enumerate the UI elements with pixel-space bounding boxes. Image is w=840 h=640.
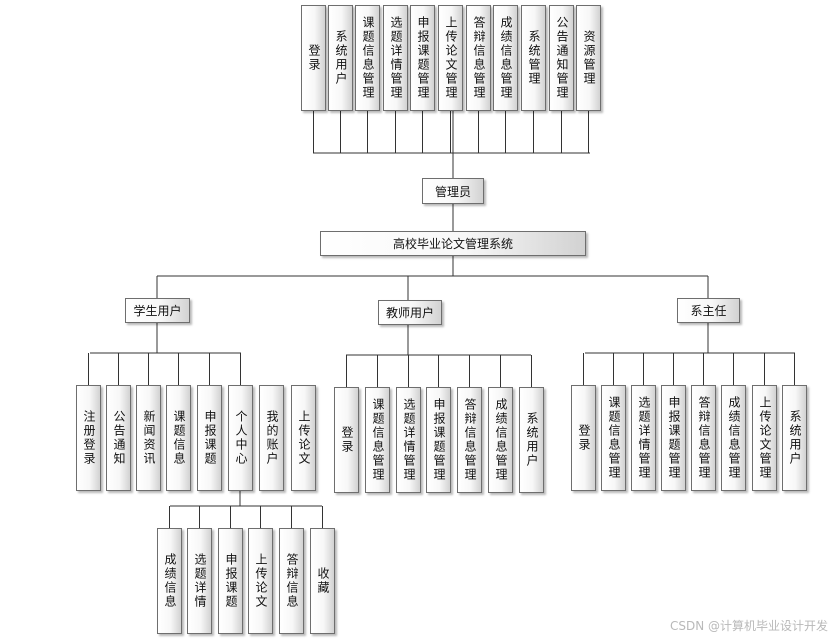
student-child-node: 申报课题	[197, 385, 222, 491]
admin-child-node: 系统管理	[521, 5, 546, 111]
node-teacher: 教师用户	[378, 300, 442, 325]
node-dean: 系主任	[677, 298, 740, 323]
personal-child-node: 选题详情	[187, 528, 212, 634]
student-child-node: 注册登录	[76, 385, 101, 491]
dean-child-node: 申报课题管理	[661, 385, 686, 491]
personal-child-node: 答辩信息	[279, 528, 304, 634]
teacher-child-node: 申报课题管理	[426, 387, 451, 493]
admin-child-node: 资源管理	[576, 5, 601, 111]
admin-child-node: 课题信息管理	[355, 5, 380, 111]
student-child-node: 我的账户	[259, 385, 284, 491]
admin-child-node: 上传论文管理	[438, 5, 463, 111]
student-child-node: 新闻资讯	[136, 385, 161, 491]
dean-child-node: 答辩信息管理	[691, 385, 716, 491]
personal-child-node: 成绩信息	[157, 528, 182, 634]
teacher-child-node: 成绩信息管理	[488, 387, 513, 493]
personal-child-node: 收藏	[310, 528, 335, 634]
watermark: CSDN @计算机毕业设计开发	[669, 619, 828, 633]
dean-child-node: 成绩信息管理	[721, 385, 746, 491]
admin-child-node: 成绩信息管理	[493, 5, 518, 111]
admin-child-node: 答辩信息管理	[466, 5, 491, 111]
admin-child-node: 选题详情管理	[383, 5, 408, 111]
personal-child-node: 申报课题	[218, 528, 243, 634]
dean-child-node: 系统用户	[782, 385, 807, 491]
dean-child-node: 登录	[571, 385, 596, 491]
personal-child-node: 上传论文	[248, 528, 273, 634]
student-child-node: 上传论文	[291, 385, 316, 491]
teacher-child-node: 系统用户	[519, 387, 544, 493]
dean-child-node: 课题信息管理	[601, 385, 626, 491]
student-child-node: 个人中心	[228, 385, 253, 491]
student-child-node: 课题信息	[166, 385, 191, 491]
dean-child-node: 选题详情管理	[631, 385, 656, 491]
teacher-child-node: 选题详情管理	[396, 387, 421, 493]
admin-child-node: 申报课题管理	[410, 5, 435, 111]
dean-child-node: 上传论文管理	[752, 385, 777, 491]
admin-child-node: 系统用户	[328, 5, 353, 111]
root-node-system: 高校毕业论文管理系统	[320, 231, 586, 256]
node-student: 学生用户	[125, 298, 190, 323]
admin-child-node: 公告通知管理	[549, 5, 574, 111]
admin-child-node: 登录	[301, 5, 326, 111]
student-child-node: 公告通知	[106, 385, 131, 491]
teacher-child-node: 答辩信息管理	[457, 387, 482, 493]
node-admin: 管理员	[422, 178, 484, 204]
teacher-child-node: 课题信息管理	[365, 387, 390, 493]
teacher-child-node: 登录	[334, 387, 359, 493]
